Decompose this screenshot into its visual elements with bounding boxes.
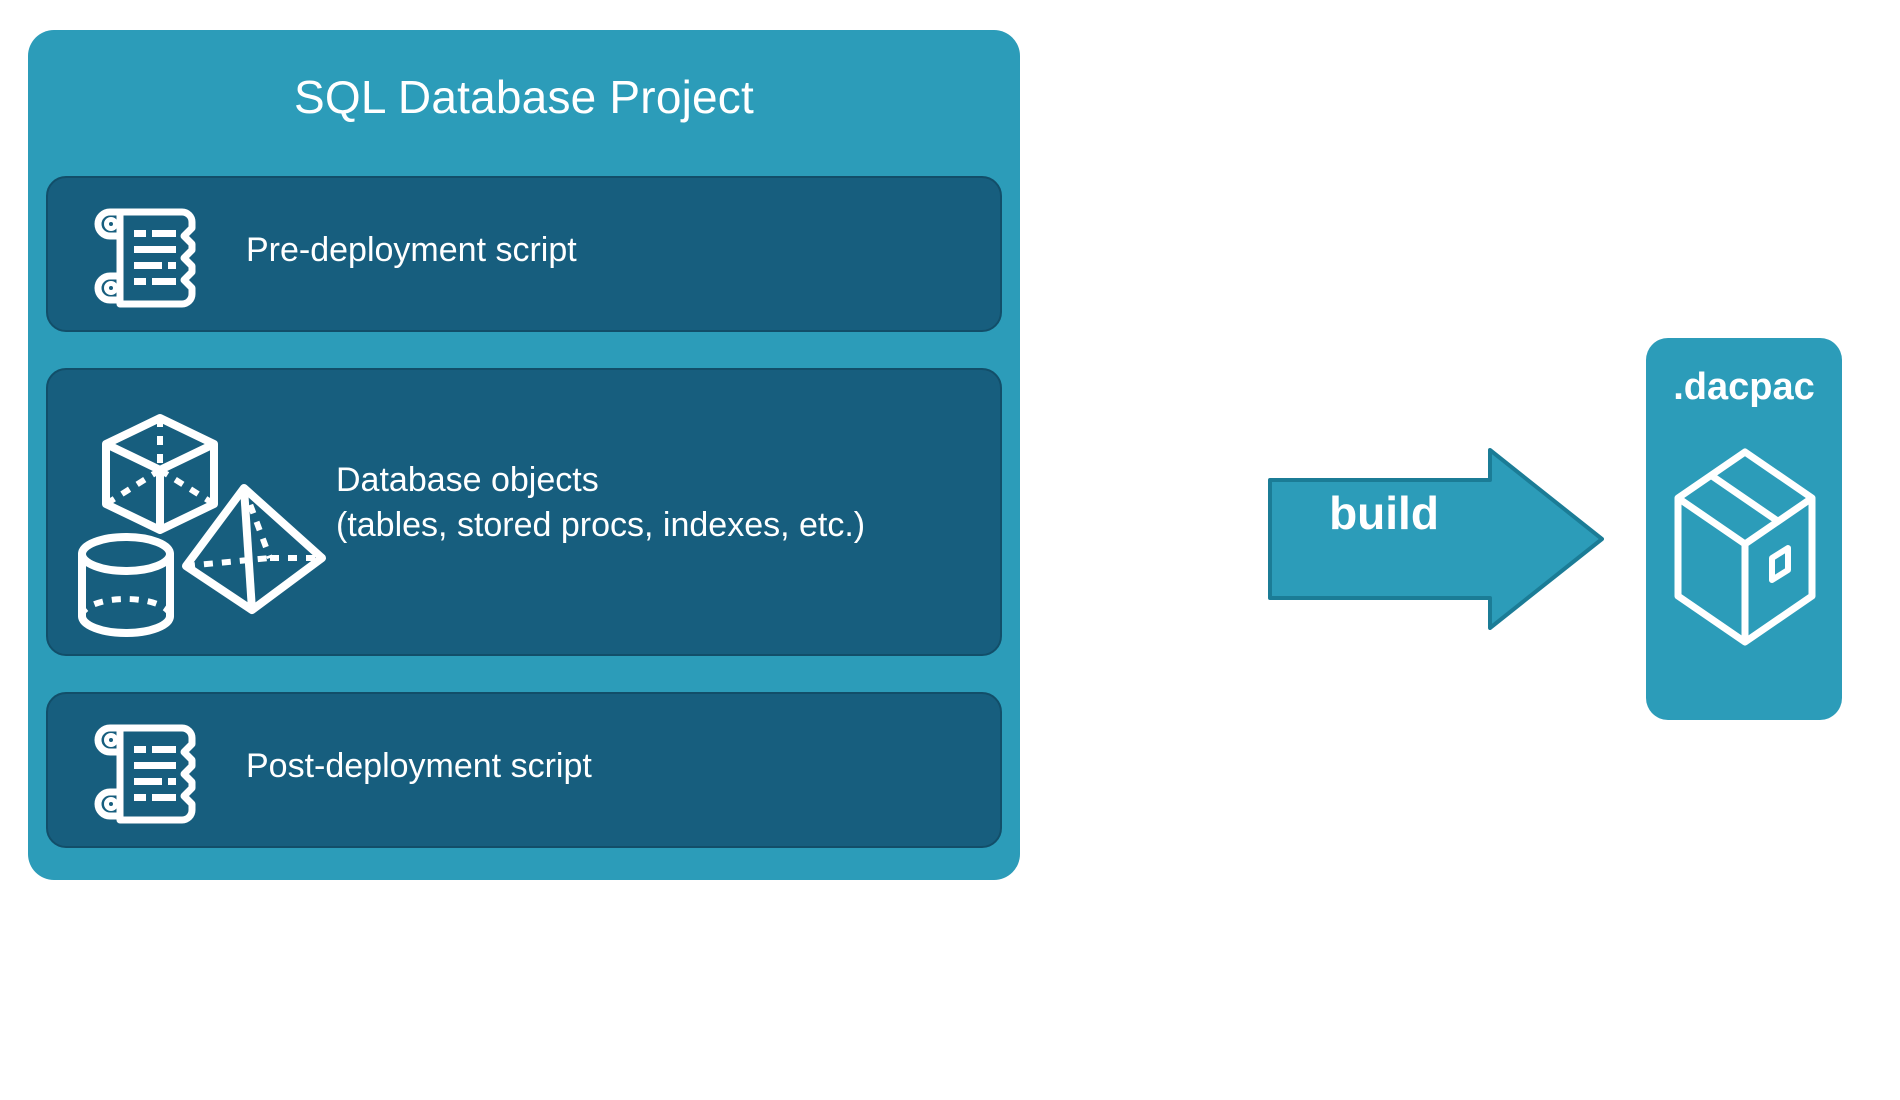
build-arrow-label: build <box>1329 487 1439 539</box>
scroll-icon <box>86 716 206 828</box>
dacpac-label: .dacpac <box>1673 366 1815 408</box>
card-post-deployment-script[interactable]: Post-deployment script <box>46 692 1002 848</box>
cylinder-icon <box>72 530 180 642</box>
package-box-icon <box>1672 446 1818 658</box>
card-label-post-deployment: Post-deployment script <box>246 747 592 785</box>
card-label-pre-deployment: Pre-deployment script <box>246 231 577 269</box>
database-objects-line-2: (tables, stored procs, indexes, etc.) <box>336 505 866 544</box>
pyramid-icon <box>178 480 330 620</box>
card-database-objects[interactable]: Database objects (tables, stored procs, i… <box>46 368 1002 656</box>
card-label-database-objects: Database objects (tables, stored procs, i… <box>336 458 865 548</box>
dacpac-output-card[interactable]: .dacpac <box>1646 338 1842 720</box>
card-pre-deployment-script[interactable]: Pre-deployment script <box>46 176 1002 332</box>
build-arrow-icon <box>1268 448 1604 630</box>
scroll-icon <box>86 200 206 312</box>
database-objects-line-1: Database objects <box>336 461 599 499</box>
sql-database-project-panel: SQL Database Project <box>28 30 1020 880</box>
cube-icon <box>96 410 224 538</box>
project-title: SQL Database Project <box>294 71 754 123</box>
